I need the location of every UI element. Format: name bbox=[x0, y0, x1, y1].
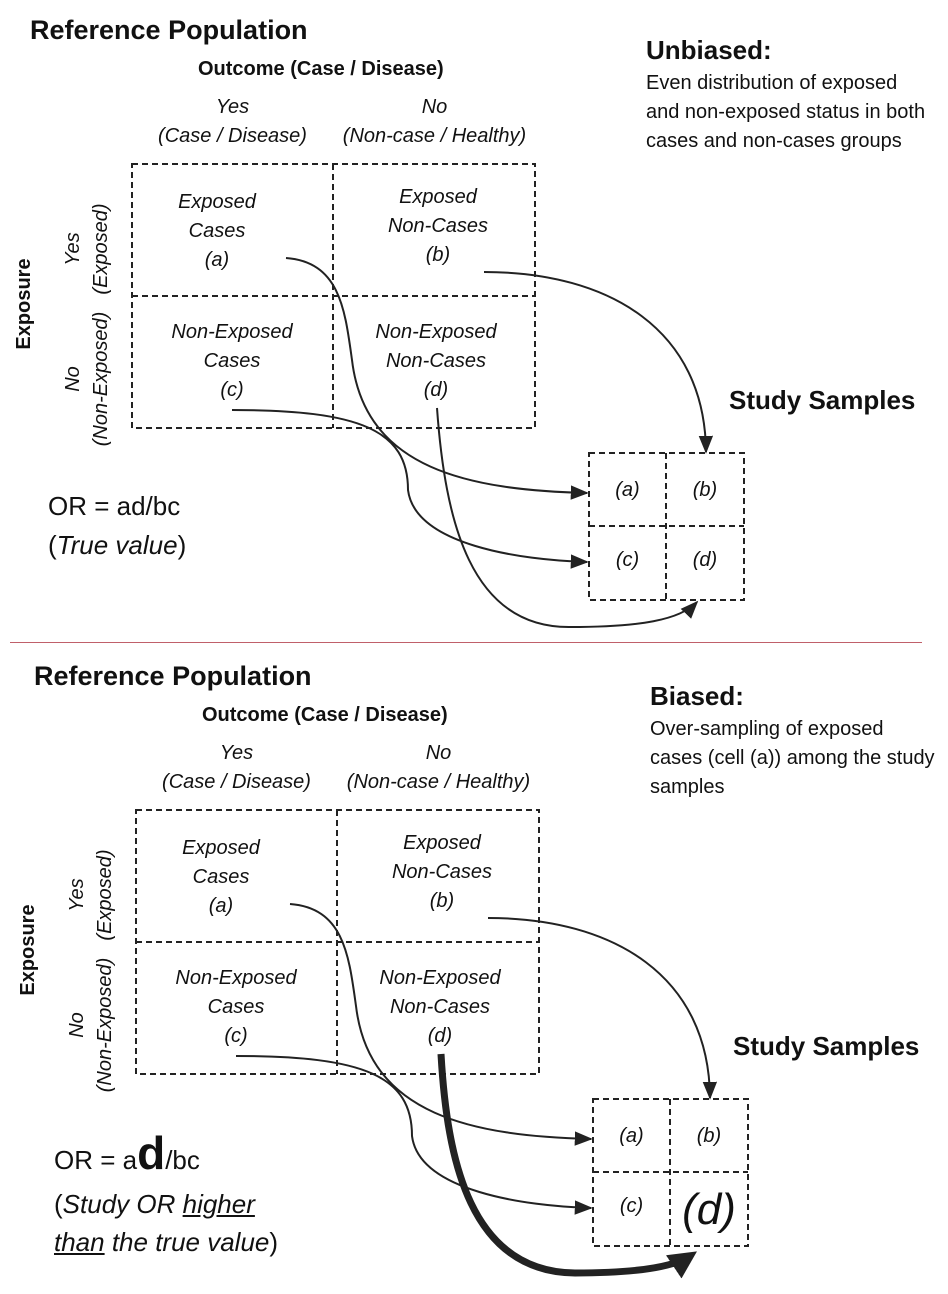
bottom-cell-a: Exposed Cases (a) bbox=[136, 834, 306, 921]
bottom-cell-a-line2: Cases bbox=[192, 866, 250, 888]
top-or-formula: OR = ad/bc bbox=[48, 491, 181, 521]
top-col-yes-line1: Yes bbox=[215, 96, 250, 118]
top-cell-d-line2: Non-Cases bbox=[385, 350, 487, 372]
top-cell-b-line2: Non-Cases bbox=[387, 215, 489, 237]
top-cell-c: Non-Exposed Cases (c) bbox=[132, 318, 332, 405]
top-cell-c-line3: (c) bbox=[220, 379, 244, 401]
bottom-col-no-line2: (Non-case / Healthy) bbox=[346, 771, 531, 793]
top-or-note-italic: True value bbox=[56, 530, 178, 560]
bottom-sample-d-enlarged: (d) bbox=[682, 1185, 736, 1234]
bottom-note-higher: higher bbox=[182, 1189, 255, 1219]
top-cell-a: Exposed Cases (a) bbox=[132, 188, 302, 275]
bottom-arrow-b bbox=[487, 917, 718, 1100]
top-cell-d: Non-Exposed Non-Cases (d) bbox=[336, 318, 536, 405]
bottom-cell-c-line1: Non-Exposed bbox=[175, 967, 297, 989]
top-sample-c: (c) bbox=[615, 549, 640, 571]
top-cell-a-line3: (a) bbox=[204, 249, 230, 271]
top-arrow-c bbox=[231, 409, 589, 569]
bottom-sample-b: (b) bbox=[696, 1125, 722, 1147]
top-cell-d-line1: Non-Exposed bbox=[375, 321, 497, 343]
panel-divider bbox=[10, 642, 922, 643]
top-cell-b: Exposed Non-Cases (b) bbox=[343, 183, 533, 270]
top-col-yes-line2: (Case / Disease) bbox=[158, 125, 307, 147]
top-sample-b: (b) bbox=[692, 479, 718, 501]
bottom-side-title: Biased: bbox=[650, 681, 744, 711]
bottom-note-open: ( bbox=[54, 1189, 63, 1219]
bottom-cell-d-line1: Non-Exposed bbox=[379, 967, 501, 989]
bottom-or-enlarged-d: d bbox=[137, 1127, 166, 1179]
bottom-arrow-d-thick bbox=[437, 1053, 697, 1279]
bottom-cell-b-line2: Non-Cases bbox=[391, 861, 493, 883]
bottom-cell-d-line2: Non-Cases bbox=[389, 996, 491, 1018]
bottom-sample-c: (c) bbox=[619, 1195, 644, 1217]
bottom-col-no-label: No (Non-case / Healthy) bbox=[337, 743, 540, 792]
top-sample-d: (d) bbox=[692, 549, 718, 571]
bottom-or-suffix: /bc bbox=[165, 1145, 200, 1175]
top-cell-a-line2: Cases bbox=[188, 220, 246, 242]
top-col-no-line1: No bbox=[421, 96, 448, 118]
bottom-cell-a-line3: (a) bbox=[208, 895, 234, 917]
top-cell-d-line3: (d) bbox=[423, 379, 449, 401]
top-col-no-line2: (Non-case / Healthy) bbox=[342, 125, 527, 147]
bottom-cell-d-line3: (d) bbox=[427, 1025, 453, 1047]
top-col-no-label: No (Non-case / Healthy) bbox=[333, 97, 536, 146]
top-col-yes-label: Yes (Case / Disease) bbox=[140, 97, 325, 146]
top-or-note: (True value) bbox=[48, 532, 186, 558]
top-sample-a: (a) bbox=[615, 479, 640, 501]
bottom-cell-b-line1: Exposed bbox=[403, 832, 481, 854]
top-study-samples-title: Study Samples bbox=[729, 385, 916, 415]
top-outcome-header: Outcome (Case / Disease) bbox=[198, 58, 444, 80]
bottom-arrow-c bbox=[235, 1055, 593, 1215]
bottom-cell-d: Non-Exposed Non-Cases (d) bbox=[340, 964, 540, 1051]
bottom-sample-a: (a) bbox=[619, 1125, 644, 1147]
bottom-study-samples-title: Study Samples bbox=[733, 1031, 920, 1061]
top-arrow-d bbox=[436, 407, 699, 629]
bottom-outcome-header: Outcome (Case / Disease) bbox=[202, 704, 448, 726]
top-or-note-open: ( bbox=[48, 530, 57, 560]
top-cell-a-line1: Exposed bbox=[178, 191, 256, 213]
bottom-or-prefix: OR = a bbox=[54, 1145, 138, 1175]
top-panel-title: Reference Population bbox=[30, 15, 308, 45]
bottom-or-note: (Study OR higher than the true value) bbox=[54, 1185, 278, 1261]
bottom-arrow-a bbox=[289, 903, 593, 1146]
bottom-note-close: ) bbox=[269, 1227, 279, 1257]
top-side-title: Unbiased: bbox=[646, 35, 772, 65]
bottom-col-no-line1: No bbox=[425, 742, 452, 764]
bottom-col-yes-line2: (Case / Disease) bbox=[162, 771, 311, 793]
bottom-col-yes-line1: Yes bbox=[219, 742, 254, 764]
bottom-note-part4: the true value bbox=[104, 1227, 270, 1257]
top-cell-c-line2: Cases bbox=[203, 350, 261, 372]
bottom-cell-c-line2: Cases bbox=[207, 996, 265, 1018]
top-cell-c-line1: Non-Exposed bbox=[171, 321, 293, 343]
bottom-cell-c: Non-Exposed Cases (c) bbox=[136, 964, 336, 1051]
bottom-side-description: Over-sampling of exposed cases (cell (a)… bbox=[650, 718, 935, 798]
bottom-cell-a-line1: Exposed bbox=[182, 837, 260, 859]
bottom-col-yes-label: Yes (Case / Disease) bbox=[144, 743, 329, 792]
bottom-panel-title: Reference Population bbox=[34, 661, 312, 691]
top-cell-b-line1: Exposed bbox=[399, 186, 477, 208]
bottom-or-formula: OR = ad/bc bbox=[54, 1130, 200, 1176]
bottom-cell-b-line3: (b) bbox=[429, 890, 455, 912]
bottom-note-than: than bbox=[54, 1227, 105, 1257]
top-or-note-close: ) bbox=[177, 530, 187, 560]
top-arrow-a bbox=[285, 257, 589, 500]
bottom-note-part1: Study OR bbox=[62, 1189, 183, 1219]
top-arrow-b bbox=[483, 271, 714, 454]
bottom-cell-c-line3: (c) bbox=[224, 1025, 248, 1047]
top-side-description: Even distribution of exposed and non-exp… bbox=[646, 72, 926, 152]
bottom-cell-b: Exposed Non-Cases (b) bbox=[347, 829, 537, 916]
top-cell-b-line3: (b) bbox=[425, 244, 451, 266]
